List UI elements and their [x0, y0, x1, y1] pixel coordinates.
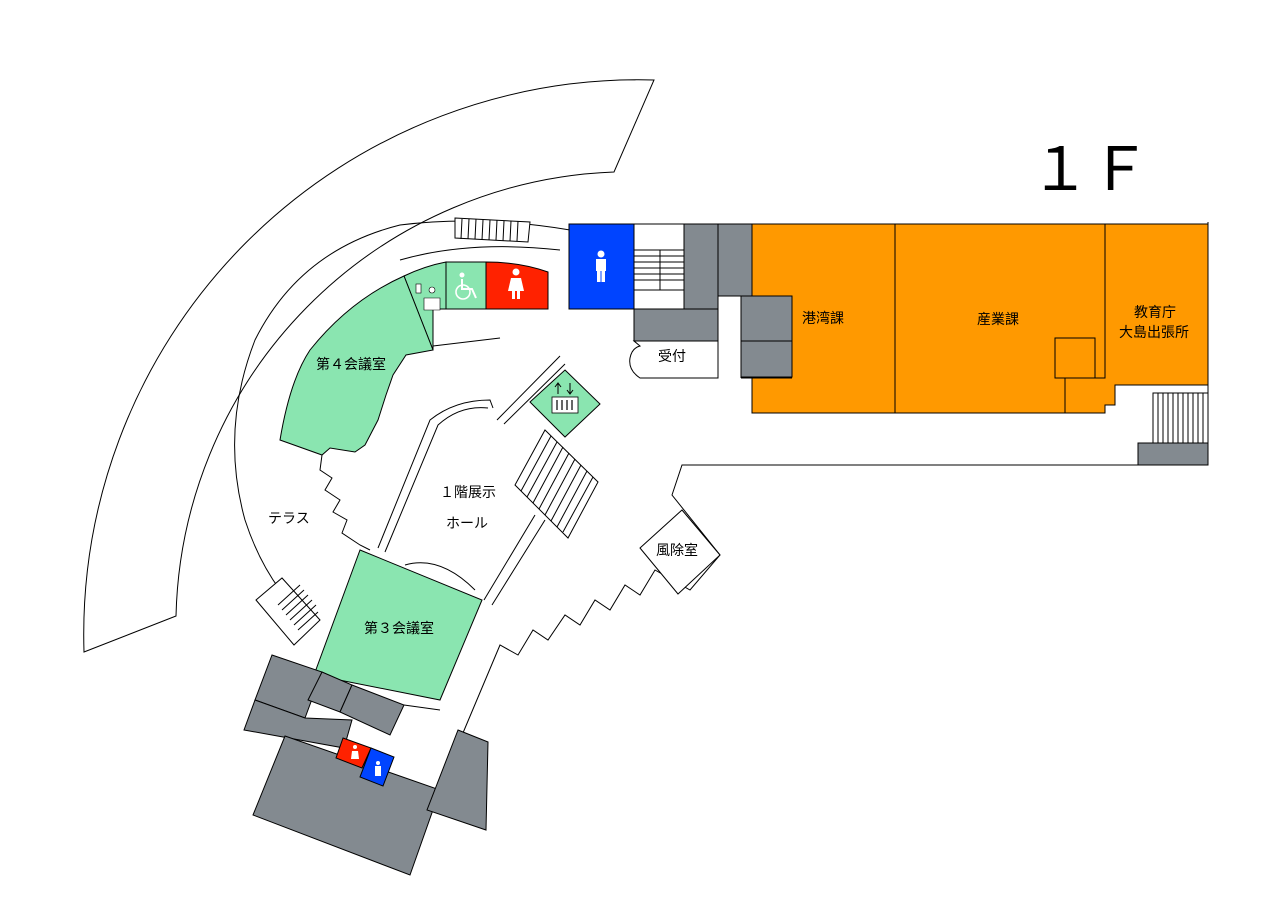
- inner-outline-arc-2: [399, 246, 561, 261]
- service-block: [633, 308, 719, 342]
- service-block: [683, 223, 719, 310]
- service-block: [740, 295, 793, 342]
- hall-inner-wall: [384, 407, 489, 553]
- reception-desk: [629, 340, 719, 379]
- service-block: [717, 223, 753, 297]
- outer-terrace-band: [83, 79, 655, 653]
- stairs-bottom: [255, 577, 321, 646]
- room-label-windbreak: 風除室: [656, 542, 698, 559]
- main-stairs: [514, 429, 599, 539]
- room-label-hall-1: １階展示: [440, 485, 496, 501]
- partition: [503, 363, 566, 425]
- connector: [403, 704, 441, 711]
- top-grille: [454, 217, 531, 243]
- room-label-sangyo: 産業課: [977, 312, 1019, 328]
- hall-entrance-arc: [404, 562, 476, 591]
- baby-changing-icon: [415, 283, 441, 311]
- floor-label: １Ｆ: [1030, 136, 1150, 203]
- office-inner-room: [1054, 337, 1096, 379]
- men-toilet-icon: [375, 761, 381, 776]
- service-block: [740, 340, 793, 378]
- room-label-kyoiku-1: 教育庁: [1134, 305, 1176, 321]
- wheelchair-icon: [455, 272, 477, 300]
- room-label-hall-2: ホール: [446, 516, 488, 532]
- men-toilet-icon: [596, 250, 606, 282]
- meeting-room-3: [313, 549, 483, 701]
- room-label-kowan: 港湾課: [802, 310, 844, 327]
- stairs: [633, 223, 685, 291]
- room-label-meeting-3: 第３会議室: [364, 620, 434, 637]
- right-wing-outline: [459, 222, 1209, 741]
- corridor-line: [432, 337, 501, 347]
- terrace-steps: [319, 454, 371, 551]
- room-label-reception: 受付: [658, 349, 686, 365]
- women-toilet-icon: [508, 268, 524, 299]
- hall-right-wall: [491, 519, 546, 606]
- women-toilet-icon: [351, 745, 359, 759]
- service-block-bottom: [339, 684, 405, 736]
- wind-break-room: [639, 509, 721, 595]
- terrace-label: テラス: [268, 511, 310, 527]
- room-label-kyoiku-2: 大島出張所: [1119, 325, 1189, 341]
- room-label-meeting-4: 第４会議室: [316, 356, 386, 373]
- service-block-bottom: [243, 699, 353, 749]
- stairs: [1152, 392, 1209, 444]
- exhibition-hall-outline: [377, 399, 494, 549]
- partition: [496, 355, 561, 421]
- service-block: [1137, 442, 1209, 466]
- meeting-room-4: [279, 275, 434, 456]
- elevator-icon: [551, 382, 579, 414]
- hall-right-wall-2: [483, 514, 536, 601]
- service-block-bottom: [426, 729, 489, 831]
